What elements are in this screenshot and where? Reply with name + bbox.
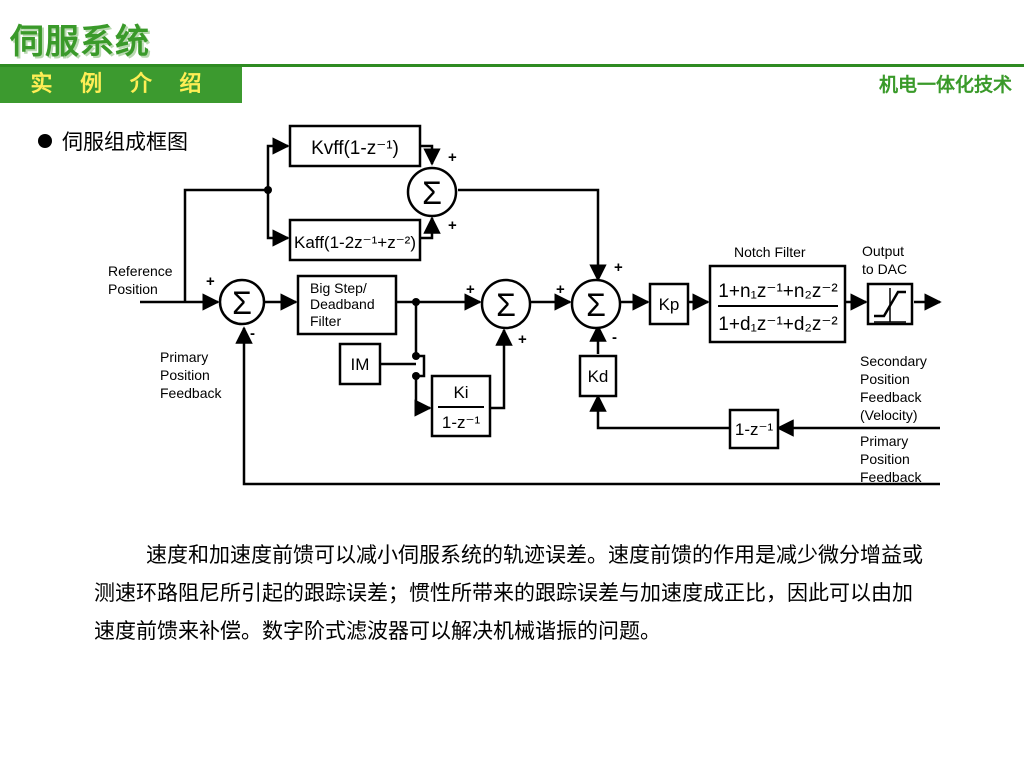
wire-ff-sum [458, 188, 607, 282]
sum-1-symbol: Σ [232, 285, 252, 321]
kd-block [578, 354, 618, 398]
label-primary-left-2: Position [160, 367, 210, 383]
diff-text: 1-z⁻¹ [735, 420, 774, 439]
kaff-text: Kaff(1-2z⁻¹+z⁻²) [294, 233, 416, 252]
diff-block [728, 408, 780, 450]
page-title: 伺服系统 [10, 22, 150, 62]
kp-block [648, 282, 690, 326]
kp-text: Kp [659, 295, 680, 314]
label-primary-left-1: Primary [160, 349, 208, 365]
sign-sum3-left: + [556, 281, 565, 298]
sum-2 [480, 278, 532, 330]
kd-text: Kd [588, 367, 609, 386]
notch-den-text: 1+d₁z⁻¹+d₂z⁻² [718, 314, 837, 335]
bullet-text: 伺服组成框图 [62, 130, 188, 154]
label-secondary-1: Secondary [860, 353, 927, 369]
sum-2-symbol: Σ [496, 287, 516, 323]
description-paragraph: 速度和加速度前馈可以减小伺服系统的轨迹误差。速度前馈的作用是减少微分增益或测速环… [94, 536, 924, 650]
description-text: 速度和加速度前馈可以减小伺服系统的轨迹误差。速度前馈的作用是减少微分增益或测速环… [94, 543, 923, 643]
label-reference-2: Position [108, 281, 158, 297]
label-primary-right-2: Position [860, 451, 910, 467]
label-secondary-4: (Velocity) [860, 407, 918, 423]
bullet-dot-icon [38, 134, 52, 148]
junction-dot [264, 186, 272, 194]
saturation-icon [874, 290, 906, 318]
sign-sum3-top: + [614, 259, 623, 276]
wire-kvff-in [266, 137, 290, 190]
kaff-block [288, 218, 422, 262]
wire-diff-kd [589, 394, 730, 430]
label-primary-right-3: Feedback [860, 469, 922, 485]
im-block [338, 342, 382, 386]
label-output-1: Output [862, 243, 904, 259]
subject-label: 机电一体化技术 [878, 74, 1012, 96]
bigstep-line-1: Big Step/ [310, 280, 367, 296]
notch-num-text: 1+n₁z⁻¹+n₂z⁻² [718, 281, 837, 302]
junction-dot [412, 352, 420, 360]
bigstep-block [296, 274, 398, 336]
label-primary-left-3: Feedback [160, 385, 222, 401]
header-rule [0, 64, 1024, 67]
sum-3 [570, 278, 622, 330]
sign-ff-bottom: + [448, 217, 457, 234]
sign-sum1-plus: + [206, 273, 215, 290]
sum-ff-symbol: Σ [422, 175, 442, 211]
sum-ff [406, 166, 458, 218]
kvff-block [288, 124, 422, 168]
ki-den-text: 1-z⁻¹ [442, 413, 481, 432]
label-notch-title: Notch Filter [734, 244, 806, 260]
kvff-text: Kvff(1-z⁻¹) [311, 138, 399, 159]
junction-dot [412, 298, 420, 306]
bigstep-line-2: Deadband [310, 296, 375, 312]
wire-kaff-in [266, 190, 290, 247]
ki-num-text: Ki [453, 383, 468, 402]
im-text: IM [351, 355, 370, 374]
section-label: 实 例 介 绍 [30, 72, 212, 97]
sign-sum3-bottom: - [612, 329, 617, 346]
label-output-2: to DAC [862, 261, 907, 277]
section-bar [0, 67, 242, 103]
sum-1 [218, 278, 266, 326]
sign-sum2-plus: + [466, 281, 475, 298]
label-secondary-3: Feedback [860, 389, 922, 405]
wire-kvff-out [420, 144, 441, 166]
junction-dot [412, 372, 420, 380]
sign-sum2-plus-b: + [518, 331, 527, 348]
bigstep-line-3: Filter [310, 313, 341, 329]
sign-sum1-minus: - [250, 325, 255, 342]
wire-ff-up [183, 188, 268, 302]
notch-block [708, 264, 847, 344]
label-reference-1: Reference [108, 263, 173, 279]
servo-block-diagram: Kvff(1-z⁻¹) Kaff(1-2z⁻¹+z⁻²) Big Step/ D… [108, 124, 942, 486]
sum-3-symbol: Σ [586, 287, 606, 323]
sign-ff-top: + [448, 149, 457, 166]
label-primary-right-1: Primary [860, 433, 908, 449]
wire-ki-out [490, 328, 513, 410]
wire-kaff-out [420, 216, 441, 240]
wire-pos-fb [235, 326, 940, 486]
bullet-heading: 伺服组成框图 [38, 126, 188, 156]
label-secondary-2: Position [860, 371, 910, 387]
